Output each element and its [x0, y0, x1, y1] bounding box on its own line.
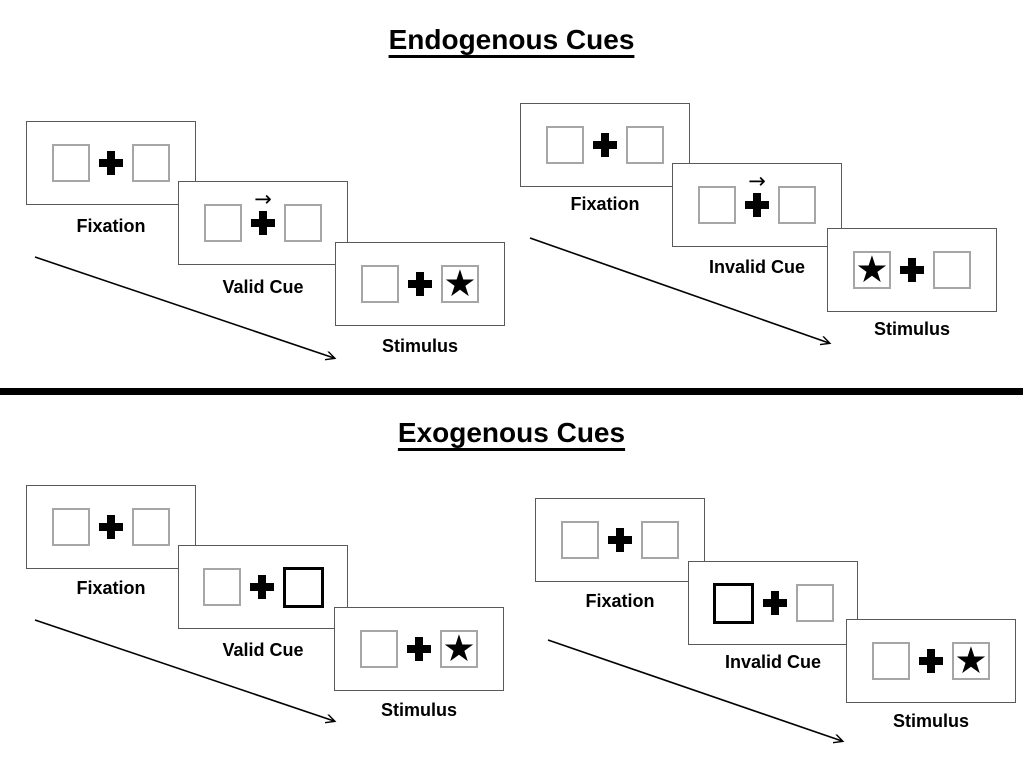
- fixation-cross-icon: [408, 272, 432, 296]
- left-box: [360, 630, 398, 668]
- fixation-cross-icon: [900, 258, 924, 282]
- panel-label-stimulus: Stimulus: [380, 700, 457, 720]
- panel-exogenous-valid-stimulus: ★: [334, 607, 504, 691]
- fixation-cross-icon: [251, 211, 275, 235]
- panel-endogenous-valid-fixation: [26, 121, 196, 205]
- star-icon: ★: [855, 247, 889, 291]
- cue-arrow-right-icon: →: [748, 169, 766, 193]
- panel-endogenous-invalid-cue: →: [672, 163, 842, 247]
- fixation-cross-icon: [762, 591, 787, 615]
- left-box: [698, 186, 736, 224]
- right-box: [132, 508, 170, 546]
- panel-label-stimulus: Stimulus: [892, 711, 969, 731]
- right-box-highlighted: [282, 566, 324, 608]
- panel-label-fixation: Fixation: [570, 194, 640, 214]
- left-box: [52, 508, 90, 546]
- left-box: [52, 144, 90, 182]
- right-box: [795, 584, 834, 622]
- star-icon: ★: [443, 261, 477, 305]
- left-box: [361, 265, 399, 303]
- right-box: [778, 186, 816, 224]
- panel-exogenous-valid-cue: [178, 545, 348, 629]
- panel-label-fixation: Fixation: [585, 591, 655, 611]
- panel-label-invalid-cue: Invalid Cue: [724, 652, 822, 672]
- right-box-with-star: ★: [952, 642, 990, 680]
- star-icon: ★: [442, 626, 476, 670]
- fixation-cross-icon: [593, 133, 617, 157]
- right-box: [626, 126, 664, 164]
- panel-exogenous-invalid-cue: [688, 561, 858, 645]
- timeline-arrow-exogenous-valid: [34, 619, 334, 721]
- left-box-highlighted: [712, 582, 754, 624]
- panel-label-valid-cue: Valid Cue: [222, 640, 304, 660]
- panel-label-stimulus: Stimulus: [873, 319, 950, 339]
- left-box: [546, 126, 584, 164]
- exogenous-title-text: Exogenous Cues: [397, 417, 626, 448]
- left-box: [561, 521, 599, 559]
- left-box: [202, 568, 241, 606]
- panel-exogenous-valid-fixation: [26, 485, 196, 569]
- panel-endogenous-invalid-fixation: [520, 103, 690, 187]
- fixation-cross-icon: [745, 193, 769, 217]
- panel-label-stimulus: Stimulus: [381, 336, 458, 356]
- panel-endogenous-valid-cue: →: [178, 181, 348, 265]
- right-box: [933, 251, 971, 289]
- right-box-with-star: ★: [440, 630, 478, 668]
- endogenous-title-text: Endogenous Cues: [388, 24, 635, 55]
- panel-label-invalid-cue: Invalid Cue: [708, 257, 806, 277]
- section-divider: [0, 388, 1023, 395]
- panel-exogenous-invalid-fixation: [535, 498, 705, 582]
- right-box: [641, 521, 679, 559]
- fixation-cross-icon: [407, 637, 431, 661]
- left-box: [204, 204, 242, 242]
- right-box-with-star: ★: [441, 265, 479, 303]
- fixation-cross-icon: [249, 575, 274, 599]
- right-box: [284, 204, 322, 242]
- fixation-cross-icon: [99, 515, 123, 539]
- panel-label-fixation: Fixation: [76, 578, 146, 598]
- panel-label-valid-cue: Valid Cue: [222, 277, 304, 297]
- exogenous-section-title: Exogenous Cues: [0, 417, 1023, 449]
- right-box: [132, 144, 170, 182]
- panel-label-fixation: Fixation: [76, 216, 146, 236]
- fixation-cross-icon: [99, 151, 123, 175]
- star-icon: ★: [954, 638, 988, 682]
- timeline-arrow-endogenous-valid: [34, 256, 334, 358]
- fixation-cross-icon: [608, 528, 632, 552]
- left-box: [872, 642, 910, 680]
- cue-arrow-right-icon: →: [254, 187, 272, 211]
- left-box-with-star: ★: [853, 251, 891, 289]
- panel-endogenous-valid-stimulus: ★: [335, 242, 505, 326]
- panel-endogenous-invalid-stimulus: ★: [827, 228, 997, 312]
- endogenous-section-title: Endogenous Cues: [0, 24, 1023, 56]
- panel-exogenous-invalid-stimulus: ★: [846, 619, 1016, 703]
- fixation-cross-icon: [919, 649, 943, 673]
- timeline-arrow-endogenous-invalid: [529, 237, 829, 343]
